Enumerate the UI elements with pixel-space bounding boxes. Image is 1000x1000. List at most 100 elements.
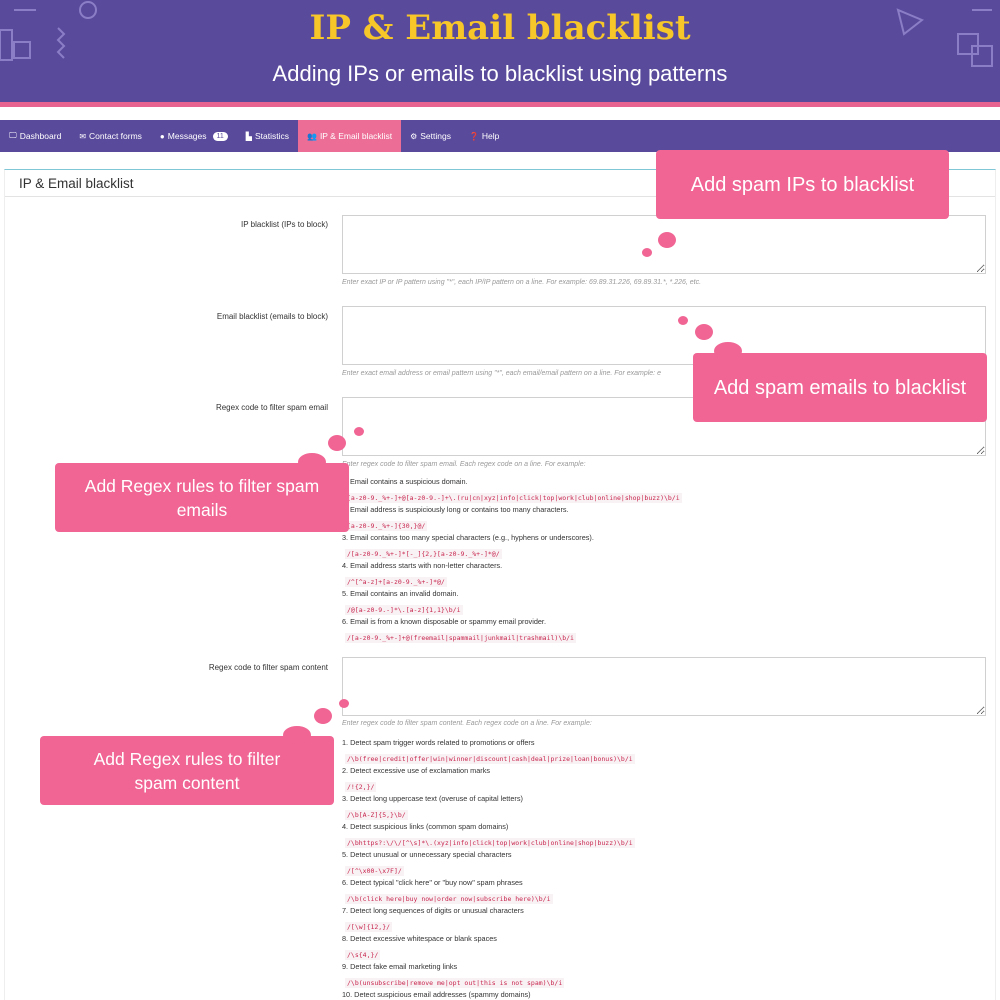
example-code: [a-z0-9._%+-]{30,}@/ [345, 521, 428, 531]
example-desc: 4. Email address starts with non-letter … [342, 561, 503, 570]
envelope-icon: ✉ [79, 131, 87, 141]
example-item: 7. Detect long sequences of digits or un… [342, 906, 635, 934]
example-code: /[a-z0-9._%+-]+@(freemail|spammail|junkm… [345, 633, 576, 643]
example-desc: 6. Detect typical "click here" or "buy n… [342, 878, 523, 887]
decorative-shapes-left [0, 1, 97, 61]
example-desc: 1. Detect spam trigger words related to … [342, 738, 535, 747]
blacklist-panel: IP & Email blacklist [4, 169, 996, 1000]
callout-bubble [328, 435, 346, 451]
example-desc: 4. Detect suspicious links (common spam … [342, 822, 509, 831]
callout-bubble [298, 453, 326, 471]
example-item: 6. Email is from a known disposable or s… [342, 617, 682, 645]
example-desc: 3. Detect long uppercase text (overuse o… [342, 794, 523, 803]
banner-title: IP & Email blacklist [309, 8, 691, 48]
example-desc: 5. Email contains an invalid domain. [342, 589, 459, 598]
example-desc: 2. Detect excessive use of exclamation m… [342, 766, 491, 775]
tab-label: IP & Email blacklist [319, 131, 393, 141]
example-item: 3. Detect long uppercase text (overuse o… [342, 794, 635, 822]
example-code: /\b(free|credit|offer|win|winner|discoun… [345, 754, 635, 764]
tab-contact-forms[interactable]: ✉ Contact forms [70, 120, 151, 152]
example-code: /^[^a-z]+[a-z0-9._%+-]*@/ [345, 577, 447, 587]
example-code: /\bhttps?:\/\/[^\s]*\.(xyz|info|click|to… [345, 838, 635, 848]
banner-divider [0, 102, 1000, 107]
tab-settings[interactable]: ⚙ Settings [401, 120, 460, 152]
tab-label: Messages [167, 131, 207, 141]
regex-content-textarea[interactable] [342, 657, 986, 716]
callout-bubble [339, 699, 349, 708]
promo-banner: IP & Email blacklist Adding IPs or email… [0, 0, 1000, 102]
example-code: /\s{4,}/ [345, 950, 381, 960]
callout-regex-content: Add Regex rules to filter spam content [40, 736, 334, 805]
example-desc: 8. Detect excessive whitespace or blank … [342, 934, 497, 943]
example-code: /!{2,}/ [345, 782, 377, 792]
example-item: 9. Detect fake email marketing links /\b… [342, 962, 635, 990]
tab-help[interactable]: ❓ Help [460, 120, 508, 152]
example-item: 2. Detect excessive use of exclamation m… [342, 766, 635, 794]
messages-count-badge: 11 [212, 131, 228, 141]
callout-bubble [678, 316, 688, 325]
tab-messages[interactable]: ● Messages 11 [151, 120, 237, 152]
ip-blacklist-help: Enter exact IP or IP pattern using "*", … [342, 279, 702, 286]
regex-content-help: Enter regex code to filter spam content.… [342, 720, 592, 727]
tab-ip-email-blacklist[interactable]: 👥 IP & Email blacklist [297, 120, 402, 152]
example-item: 4. Detect suspicious links (common spam … [342, 822, 635, 850]
regex-email-label: Regex code to filter spam email [215, 403, 328, 412]
regex-email-examples: Email contains a suspicious domain. [a-z… [342, 477, 682, 645]
monitor-icon: 🖵 [9, 131, 17, 140]
example-item: 5. Email contains an invalid domain. /@[… [342, 589, 682, 617]
example-code: /\b(unsubscribe|remove me|opt out|this i… [345, 978, 565, 988]
example-item: 10. Detect suspicious email addresses (s… [342, 990, 635, 1000]
example-code: /[\w]{12,}/ [345, 922, 393, 932]
example-desc: 7. Detect long sequences of digits or un… [342, 906, 524, 915]
example-item: Email contains a suspicious domain. [a-z… [342, 477, 682, 505]
callout-bubble [695, 324, 713, 340]
callout-bubble [354, 427, 364, 436]
ip-blacklist-label: IP blacklist (IPs to block) [241, 220, 328, 229]
regex-email-help: Enter regex code to filter spam email. E… [342, 461, 586, 468]
tab-statistics[interactable]: ▙ Statistics [237, 120, 298, 152]
tab-dashboard[interactable]: 🖵 Dashboard [0, 120, 70, 152]
example-code: [a-z0-9._%+-]+@[a-z0-9.-]+\.(ru|cn|xyz|i… [345, 493, 682, 503]
callout-bubble [642, 248, 652, 257]
example-item: Email address is suspiciously long or co… [342, 505, 682, 533]
example-code: /[a-z0-9._%+-]*[-_]{2,}[a-z0-9._%+-]*@/ [345, 549, 502, 559]
example-item: 5. Detect unusual or unnecessary special… [342, 850, 635, 878]
callout-bubble [314, 708, 332, 724]
admin-tab-bar: 🖵 Dashboard ✉ Contact forms ● Messages 1… [0, 120, 1000, 152]
callout-bubble [658, 232, 676, 248]
gear-icon: ⚙ [410, 131, 418, 141]
tab-label: Contact forms [89, 131, 142, 141]
panel-title: IP & Email blacklist [19, 176, 134, 191]
tab-label: Help [481, 131, 500, 141]
callout-spam-ips: Add spam IPs to blacklist [656, 150, 949, 219]
tab-label: Settings [420, 131, 451, 141]
callout-regex-email: Add Regex rules to filter spam emails [55, 463, 349, 532]
example-desc: 6. Email is from a known disposable or s… [342, 617, 546, 626]
email-blacklist-label: Email blacklist (emails to block) [216, 312, 328, 321]
example-code: /@[a-z0-9.-]*\.[a-z]{1,1}\b/i [345, 605, 463, 615]
example-desc: Email contains a suspicious domain. [350, 477, 468, 486]
decorative-shapes-right [896, 8, 993, 67]
example-item: 8. Detect excessive whitespace or blank … [342, 934, 635, 962]
callout-spam-emails: Add spam emails to blacklist [693, 353, 987, 422]
bar-chart-icon: ▙ [245, 131, 252, 141]
example-item: 4. Email address starts with non-letter … [342, 561, 682, 589]
example-code: /\b(click here|buy now|order now|subscri… [345, 894, 553, 904]
regex-content-label: Regex code to filter spam content [208, 663, 328, 672]
example-code: /[^\x00-\x7F]/ [345, 866, 404, 876]
example-desc: Email address is suspiciously long or co… [350, 505, 569, 514]
example-item: 1. Detect spam trigger words related to … [342, 738, 635, 766]
banner-subtitle: Adding IPs or emails to blacklist using … [272, 61, 728, 86]
comments-icon: ● [159, 131, 165, 141]
tab-label: Statistics [254, 131, 289, 141]
example-desc: 9. Detect fake email marketing links [342, 962, 458, 971]
tab-label: Dashboard [19, 131, 62, 141]
example-item: 3. Email contains too many special chara… [342, 533, 682, 561]
users-block-icon: 👥 [306, 131, 317, 141]
example-code: /\b[A-Z]{5,}\b/ [345, 810, 408, 820]
callout-bubble [714, 342, 742, 360]
example-desc: 3. Email contains too many special chara… [342, 533, 594, 542]
example-item: 6. Detect typical "click here" or "buy n… [342, 878, 635, 906]
callout-bubble [283, 726, 311, 744]
